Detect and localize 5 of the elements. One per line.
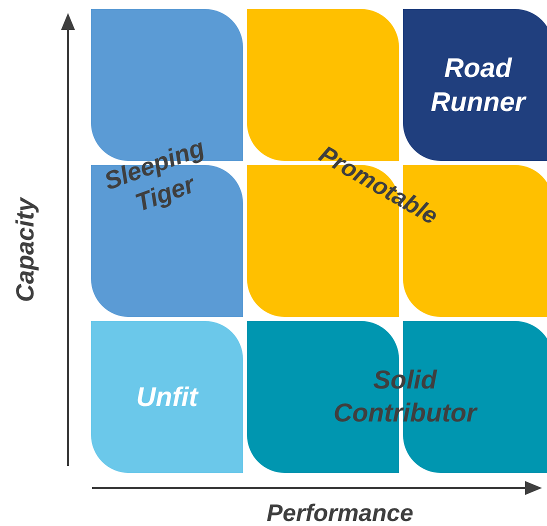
quadrant-label: Unfit <box>136 381 198 414</box>
axis-label: Capacity <box>10 196 40 304</box>
quadrant-tile <box>91 321 243 473</box>
axis-label: Performance <box>266 499 414 526</box>
quadrant-label: Road Runner <box>430 52 528 119</box>
